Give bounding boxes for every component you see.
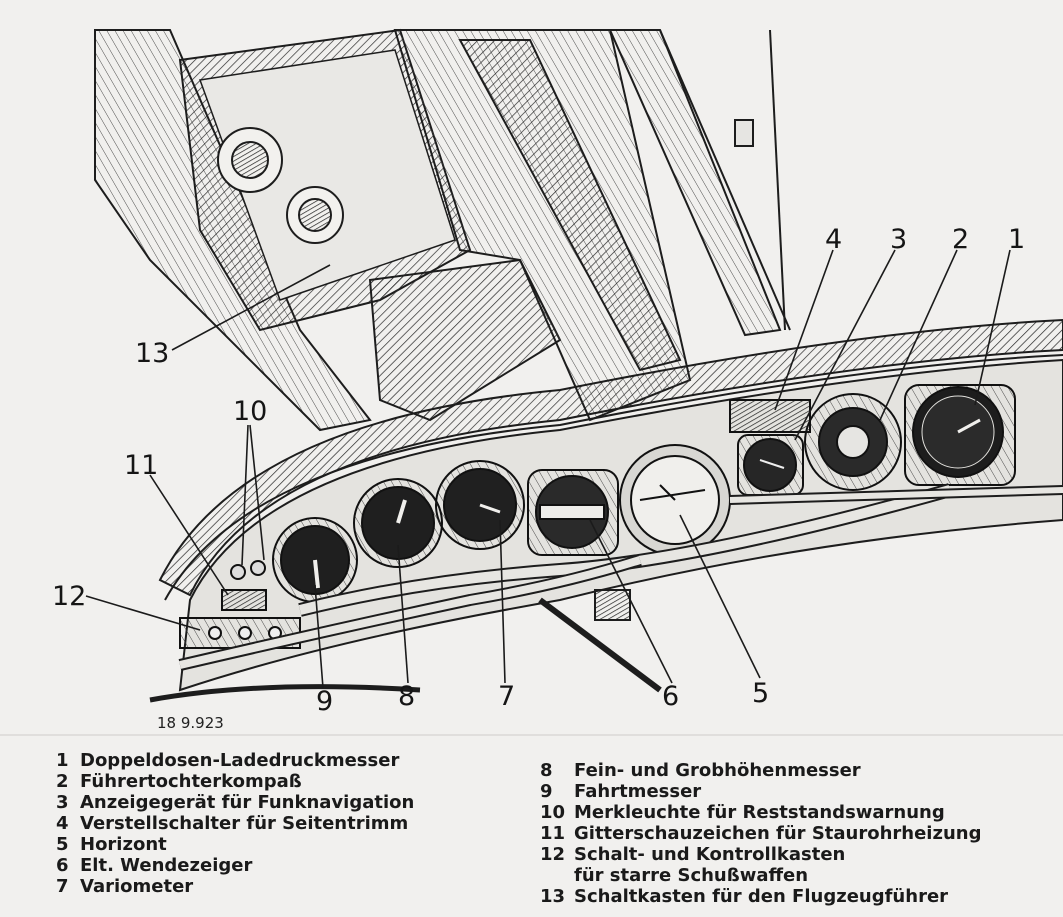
callout-8: 8 <box>398 681 416 712</box>
overhead-structure <box>94 28 791 432</box>
panel-rim <box>158 318 1063 601</box>
callout-2: 2 <box>952 224 970 255</box>
callout-1: 1 <box>1008 224 1026 255</box>
callout-11: 11 <box>124 450 159 481</box>
leader-lines <box>85 249 1011 689</box>
callout-5: 5 <box>752 678 770 709</box>
cabling <box>149 483 1063 703</box>
callout-13: 13 <box>135 338 170 369</box>
figure-number: 18 9.923 <box>157 714 224 732</box>
callout-12: 12 <box>52 581 87 612</box>
cockpit-instrument-panel-illustration <box>0 28 1063 736</box>
callout-4: 4 <box>825 224 843 255</box>
callout-3: 3 <box>890 224 908 255</box>
callout-7: 7 <box>498 681 516 712</box>
callout-6: 6 <box>662 681 680 712</box>
callout-10: 10 <box>233 396 268 427</box>
instruments <box>179 384 1016 649</box>
callout-9: 9 <box>316 686 334 717</box>
